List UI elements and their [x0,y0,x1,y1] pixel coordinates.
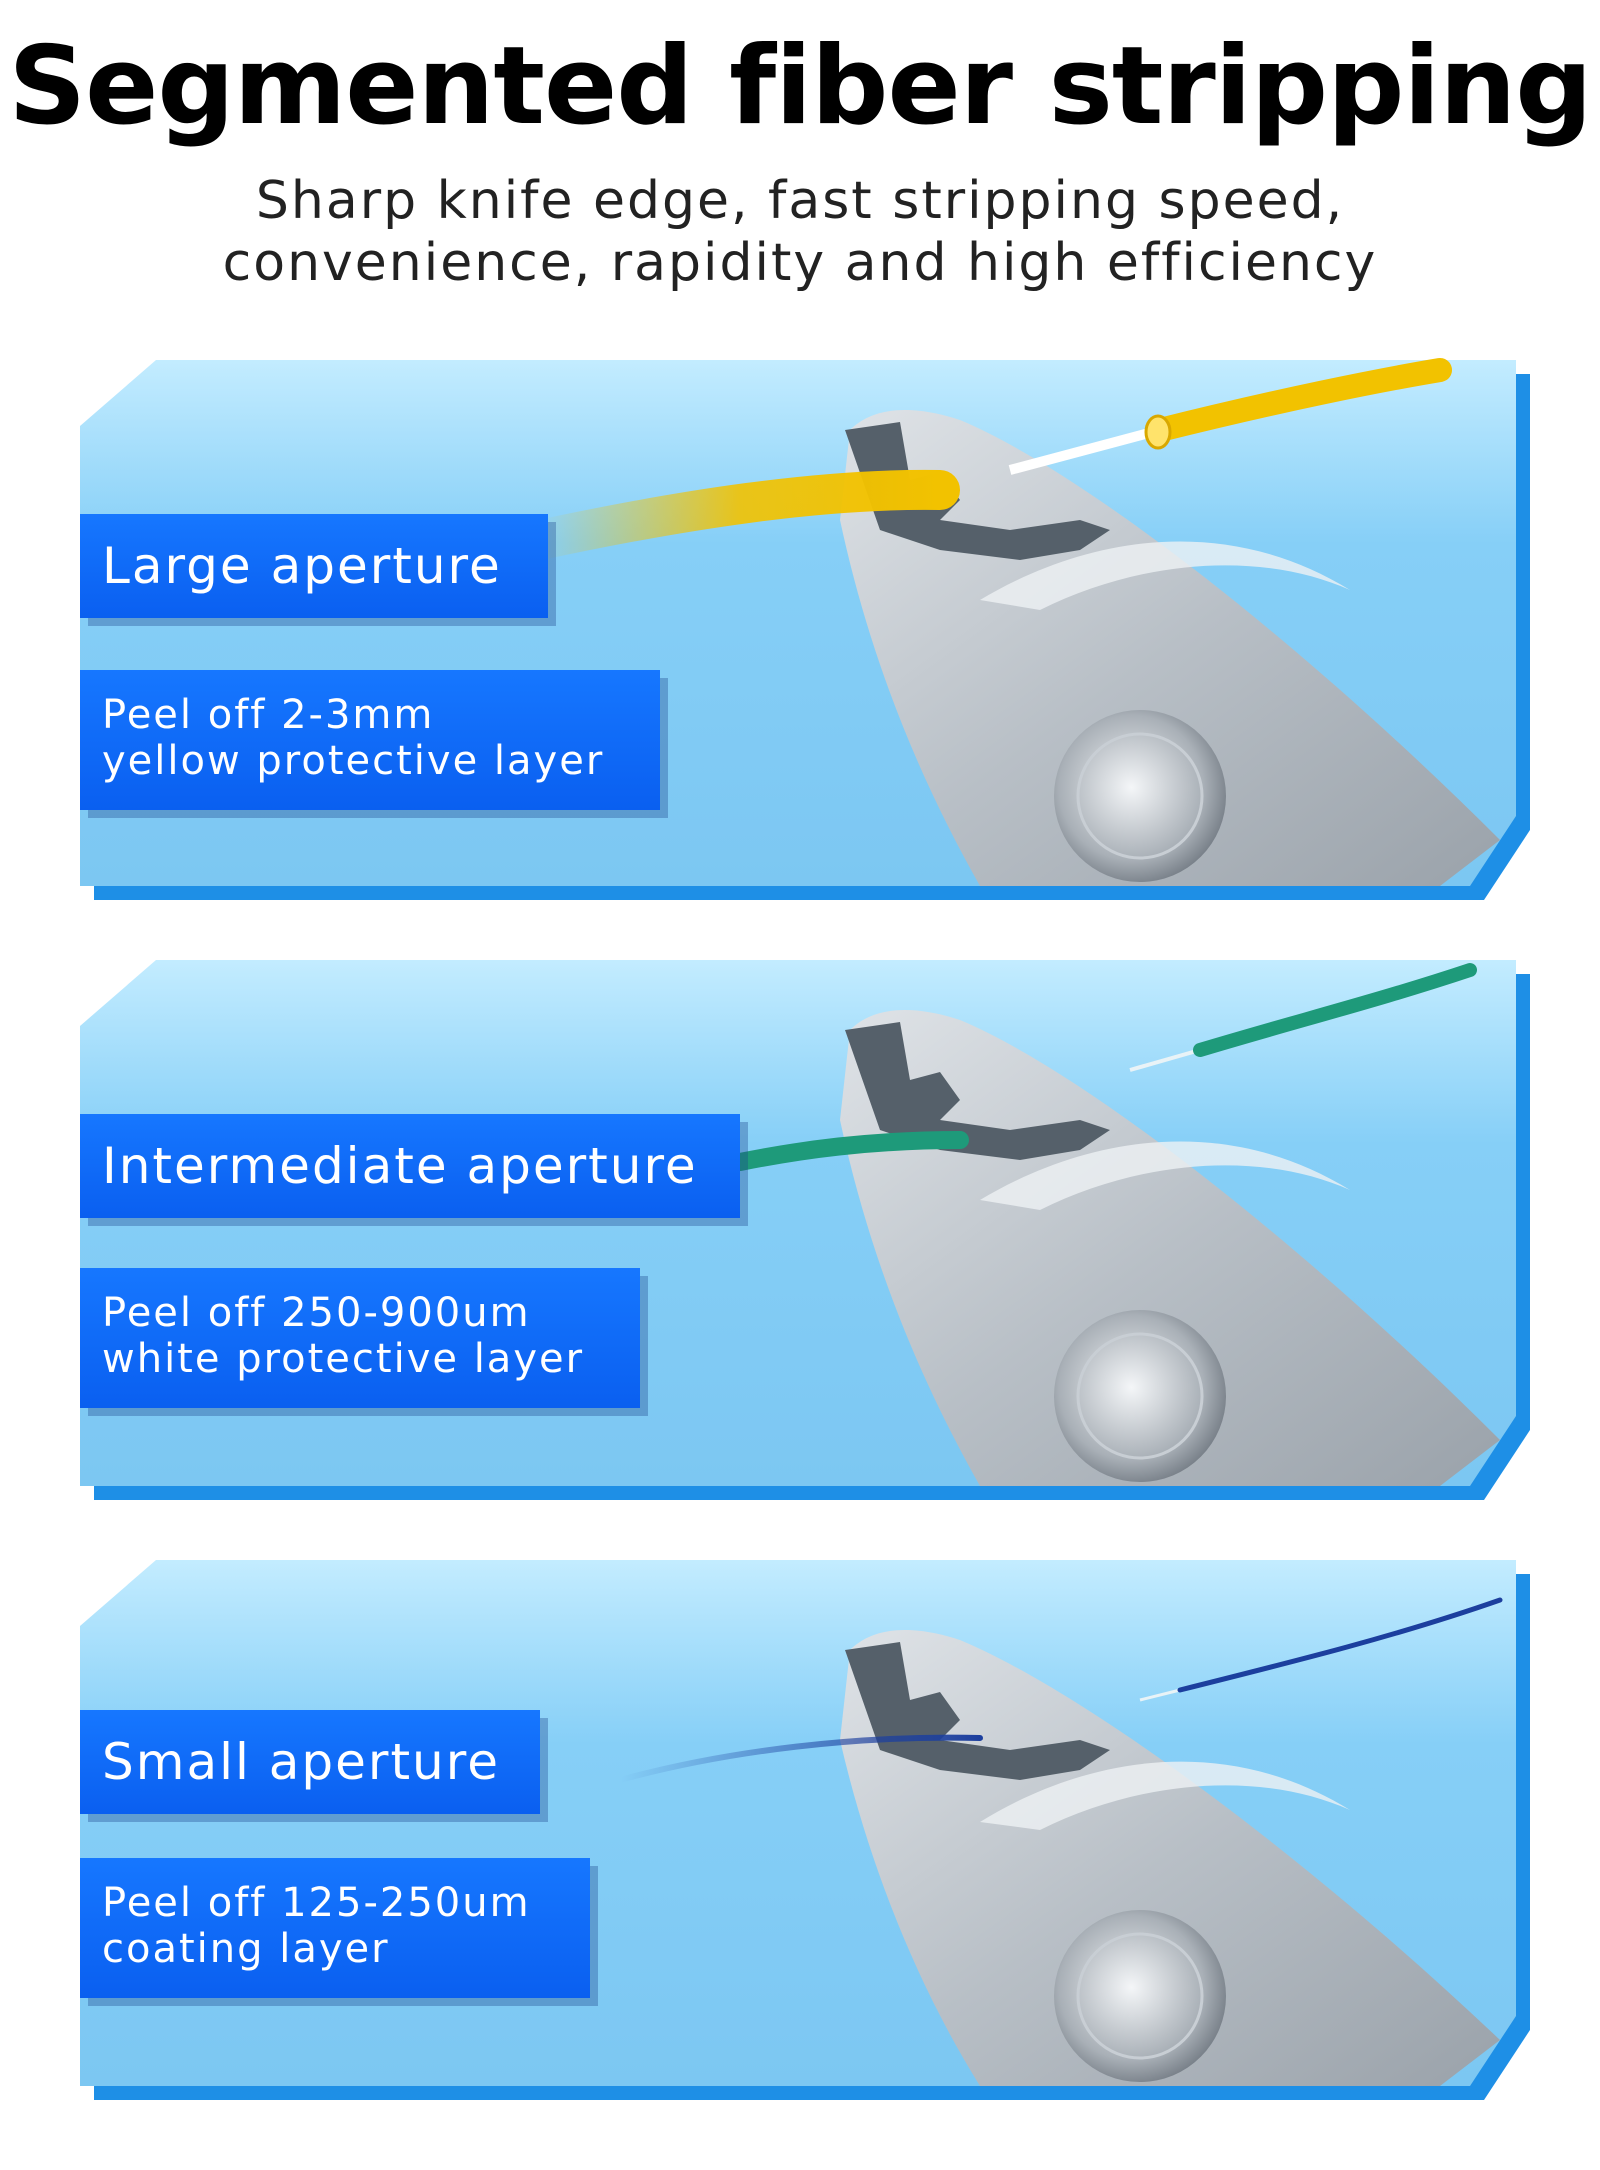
desc-line-2: coating layer [102,1926,390,1972]
jaw-highlight-shape [980,541,1350,610]
page-subtitle: Sharp knife edge, fast stripping speed, … [0,170,1600,294]
fiber-green-right [1193,963,1477,1057]
desc-large-aperture: Peel off 2-3mm yellow protective layer [80,670,660,810]
heading-intermediate-aperture: Intermediate aperture [80,1114,740,1218]
fiber-core-white [1139,1688,1181,1702]
fiber-core-white [1129,1048,1201,1072]
fiber-yellow-left [520,469,960,560]
pivot-bolt-ring [1076,1932,1204,2060]
fiber-blue-left [617,1734,983,1783]
desc-intermediate-aperture: Peel off 250-900um white protective laye… [80,1268,640,1408]
desc-line-2: yellow protective layer [102,738,605,784]
jaw-teeth-shape [845,1642,1110,1780]
heading-large-aperture: Large aperture [80,514,548,618]
panel-large-aperture: Large aperture Peel off 2-3mm yellow pro… [80,358,1540,900]
stripper-jaw-shape [840,1630,1500,2086]
subtitle-line-2: convenience, rapidity and high efficienc… [222,233,1378,293]
fiber-core-white [1008,425,1162,475]
heading-small-aperture: Small aperture [80,1710,540,1814]
page-title: Segmented fiber stripping [8,24,1592,149]
panel-intermediate-aperture: Intermediate aperture Peel off 250-900um… [80,960,1540,1500]
stripper-jaw-shape [840,1010,1500,1486]
pivot-bolt-ring [1076,1332,1204,1460]
pivot-bolt-shape [1054,1310,1226,1482]
fiber-end-cap [1144,414,1172,450]
jaw-teeth-shape [845,422,1110,560]
jaw-highlight-shape [980,1141,1350,1210]
pivot-bolt-shape [1054,710,1226,882]
subtitle-line-1: Sharp knife edge, fast stripping speed, [255,171,1345,231]
pivot-bolt-shape [1054,1910,1226,2082]
desc-line-1: Peel off 125-250um [102,1880,531,1926]
desc-line-1: Peel off 2-3mm [102,692,435,738]
fiber-green-left [731,1131,969,1171]
panel-large-aperture-illustration [80,358,1530,900]
stripper-jaw-shape [840,410,1500,886]
panel-intermediate-aperture-illustration [80,960,1530,1500]
jaw-teeth-shape [845,1022,1110,1160]
desc-line-2: white protective layer [102,1336,585,1382]
desc-small-aperture: Peel off 125-250um coating layer [80,1858,590,1998]
desc-line-1: Peel off 250-900um [102,1290,531,1336]
panel-small-aperture: Small aperture Peel off 125-250um coatin… [80,1560,1540,2100]
pivot-bolt-ring [1076,732,1204,860]
jaw-highlight-shape [980,1761,1350,1830]
fiber-yellow-right [1148,358,1452,442]
fiber-blue-right [1177,1597,1503,1693]
panel-small-aperture-illustration [80,1560,1530,2100]
